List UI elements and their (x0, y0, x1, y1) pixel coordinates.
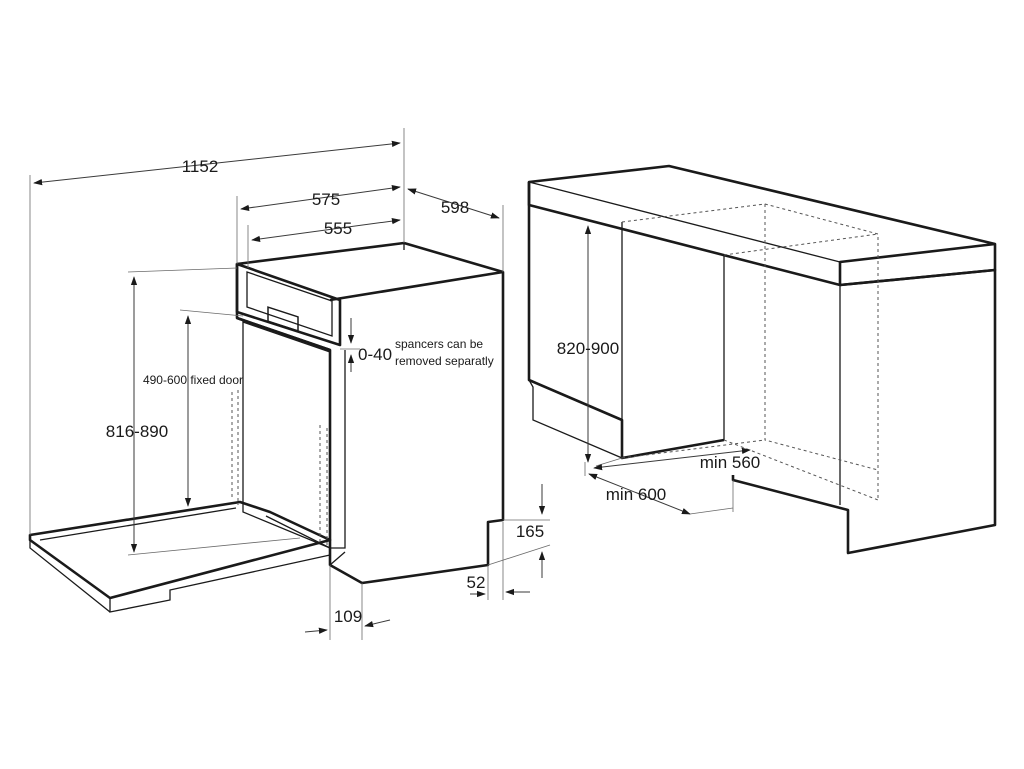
dishwasher-dimensions: 1152 575 555 598 816-890 490-600 fixed d… (29, 128, 551, 640)
dishwasher-drawing (28, 241, 505, 613)
dim-label-min-560: min 560 (700, 453, 760, 472)
dim-label-min-600: min 600 (606, 485, 666, 504)
dim-label-109: 109 (334, 607, 362, 626)
dim-label-820-900: 820-900 (557, 339, 619, 358)
dim-line-598 (407, 188, 500, 219)
dim-line-555 (251, 217, 401, 243)
countertop (527, 164, 997, 287)
niche-dimensions: 820-900 min 560 min 600 (557, 225, 760, 515)
cabinet-niche-drawing (527, 164, 997, 555)
spacer-note-line2: removed separatly (395, 354, 494, 368)
dim-label-fixed-door: 490-600 fixed door (143, 373, 243, 387)
dim-label-52: 52 (467, 573, 486, 592)
right-cabinet (731, 268, 997, 555)
door-front (242, 321, 331, 549)
dim-label-165: 165 (516, 522, 544, 541)
left-cabinet (527, 205, 725, 460)
spacer-note-line1: spancers can be (395, 337, 483, 351)
dim-label-816-890: 816-890 (106, 422, 168, 441)
dim-label-1152: 1152 (182, 157, 219, 176)
dim-label-575: 575 (312, 190, 340, 209)
dim-label-598: 598 (441, 198, 469, 217)
display-icon (267, 306, 299, 332)
dim-label-555: 555 (324, 219, 352, 238)
dim-line-575 (240, 184, 401, 212)
dim-label-spacer: 0-40 (358, 345, 392, 364)
dim-line-1152 (33, 140, 401, 186)
control-panel (235, 262, 342, 347)
